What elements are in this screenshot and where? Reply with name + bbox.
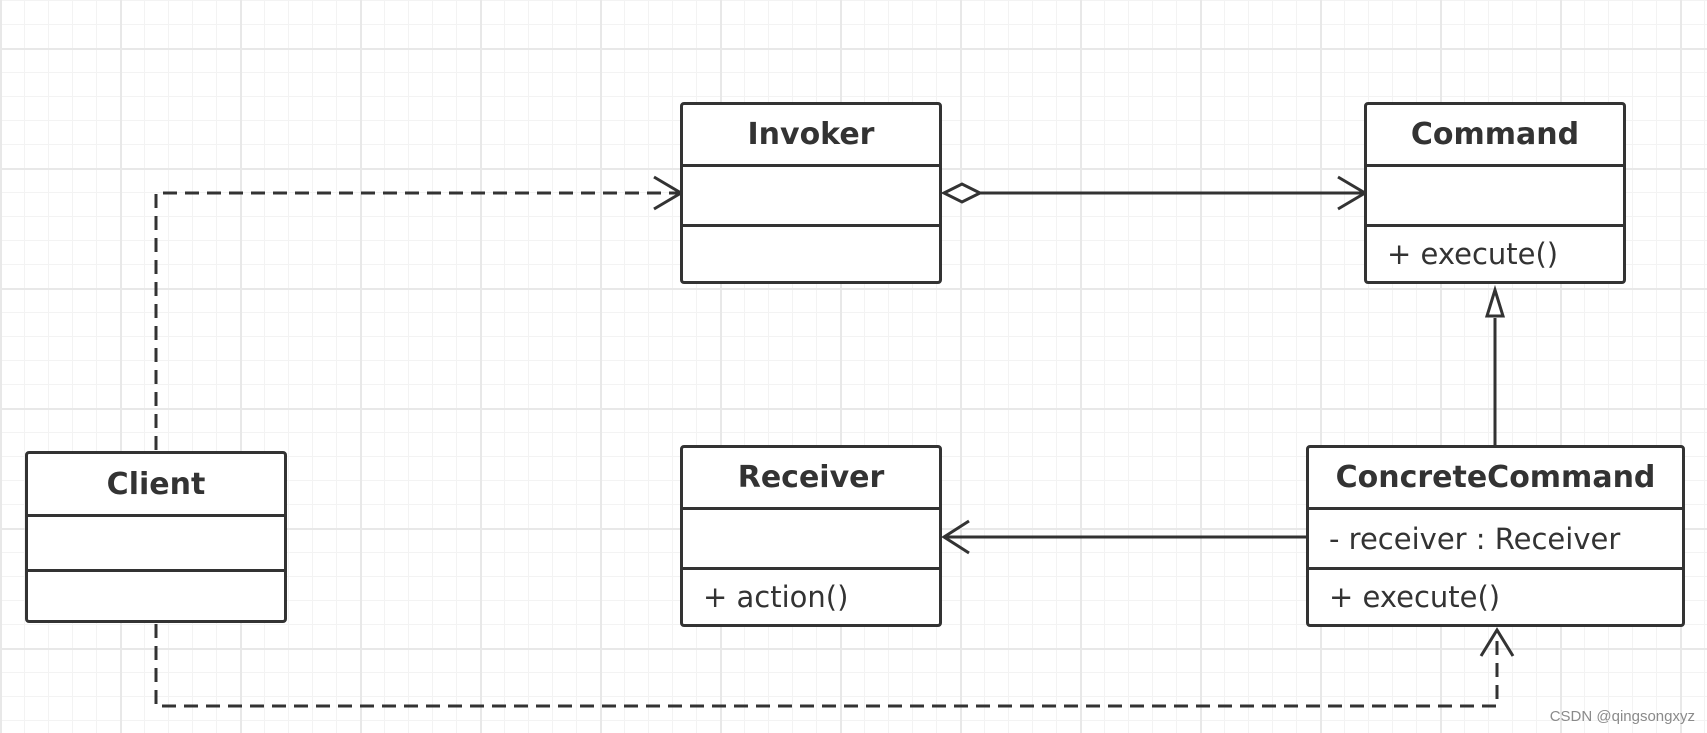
class-concrete-command[interactable]: ConcreteCommand - receiver : Receiver + … xyxy=(1306,445,1685,627)
class-name: Invoker xyxy=(747,117,875,152)
class-name: Receiver xyxy=(737,460,885,495)
client-concretecommand-dependency xyxy=(154,624,1515,708)
class-command[interactable]: Command + execute() xyxy=(1364,102,1626,284)
hollow-triangle-head xyxy=(1484,284,1506,318)
class-attributes xyxy=(1367,164,1623,224)
client-invoker-dependency xyxy=(154,175,684,450)
class-attributes xyxy=(683,164,939,224)
class-attributes xyxy=(28,514,284,569)
watermark: CSDN @qingsongxyz xyxy=(1549,708,1695,725)
open-arrow-head xyxy=(1479,627,1515,657)
class-attributes: - receiver : Receiver xyxy=(1309,507,1682,567)
class-attributes xyxy=(683,507,939,567)
concretecommand-command-realization xyxy=(1484,284,1506,446)
class-invoker[interactable]: Invoker xyxy=(680,102,942,284)
class-methods xyxy=(28,569,284,620)
class-methods: + action() xyxy=(683,567,939,624)
class-client[interactable]: Client xyxy=(25,451,287,623)
invoker-command-aggregation xyxy=(940,175,1368,211)
class-receiver[interactable]: Receiver + action() xyxy=(680,445,942,627)
open-arrow-head xyxy=(941,519,970,555)
class-name: ConcreteCommand xyxy=(1335,460,1656,495)
aggregation-diamond xyxy=(940,182,984,204)
concretecommand-receiver-association xyxy=(941,519,1306,555)
class-name: Client xyxy=(106,466,206,502)
class-methods: + execute() xyxy=(1367,224,1623,281)
class-methods xyxy=(683,224,939,281)
class-name: Command xyxy=(1410,117,1580,152)
class-methods: + execute() xyxy=(1309,567,1682,624)
